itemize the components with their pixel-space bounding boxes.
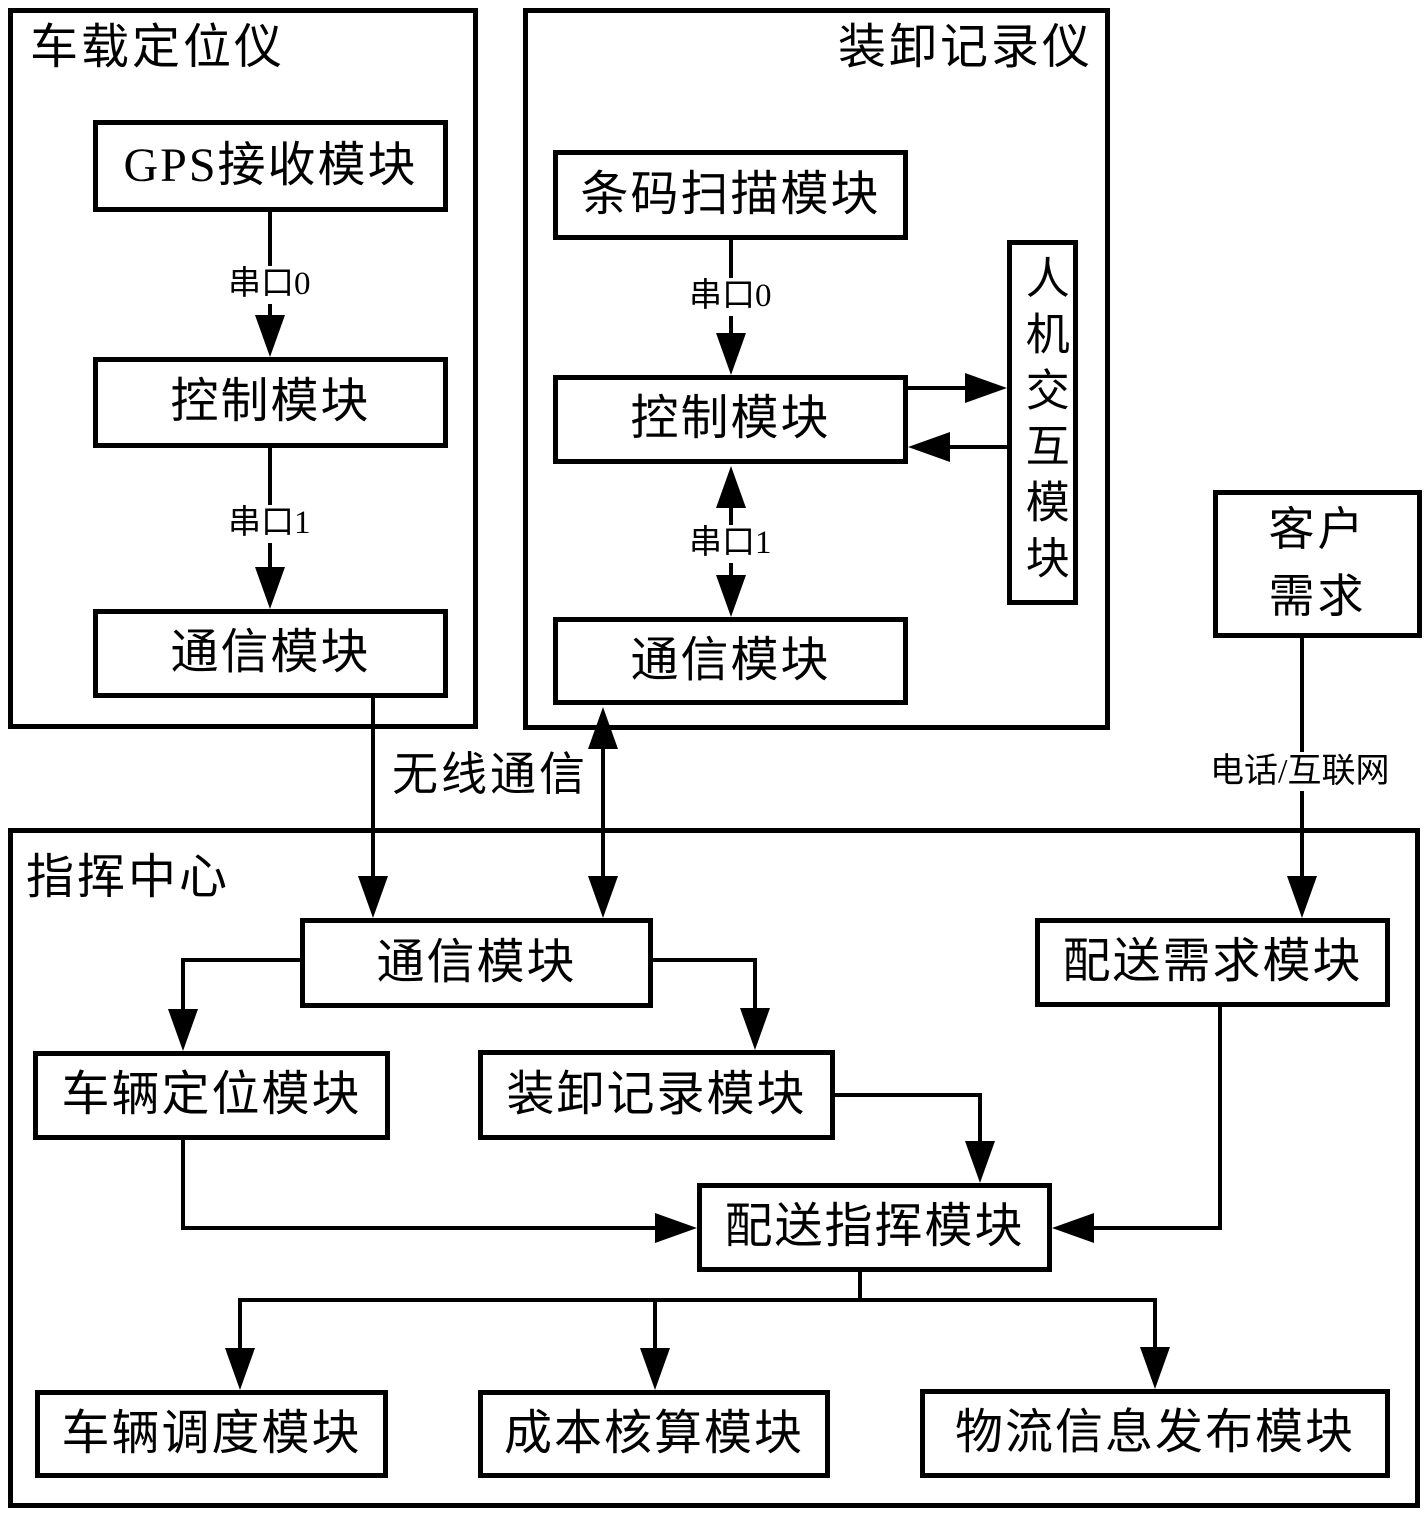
connector-bus-to-dispatch: [238, 1298, 242, 1350]
connector-command-down: [858, 1272, 862, 1302]
arrowhead-bus-to-logistics: [1140, 1347, 1170, 1389]
connector-locating-to-command-h: [181, 1226, 659, 1230]
loading-record-module-box: 装卸记录模块: [478, 1050, 835, 1140]
connector-demand-to-command-v: [1218, 1007, 1222, 1230]
connector-bus-to-logistics: [1153, 1298, 1157, 1349]
control-module-box-mid: 控制模块: [553, 375, 908, 464]
arrowhead-control-to-hmi: [965, 373, 1007, 403]
vehicle-dispatch-module-box: 车辆调度模块: [35, 1390, 388, 1478]
arrowhead-up-comm-mid: [588, 707, 618, 749]
vehicle-locating-module-box: 车辆定位模块: [33, 1051, 390, 1140]
gps-receive-module-box: GPS接收模块: [93, 120, 448, 212]
arrowhead-down-center-comm: [588, 876, 618, 918]
arrowhead-down-comm-mid: [716, 575, 746, 617]
connector-comm-to-locating-v: [181, 958, 185, 1010]
customer-demand-box: 客户需求: [1213, 490, 1422, 638]
connector-locating-to-command-v: [181, 1140, 185, 1230]
comm-module-box-center: 通信模块: [300, 918, 653, 1008]
hmi-module-label: 人机交互模块: [1018, 254, 1068, 591]
arrowhead-record-to-command: [965, 1141, 995, 1183]
serial1-label-mid: 串口1: [685, 525, 776, 563]
arrowhead-comm-to-record: [740, 1008, 770, 1050]
arrowhead-comm-left-to-center: [358, 876, 388, 918]
customer-demand-label: 客户需求: [1268, 504, 1367, 622]
connector-hmi-to-control: [945, 445, 1007, 449]
connector-distribution-bus: [238, 1298, 1157, 1302]
serial0-label-left: 串口0: [224, 266, 315, 304]
hmi-module-box: 人机交互模块: [1007, 240, 1078, 605]
serial1-label-left: 串口1: [224, 505, 315, 543]
arrowhead-control-to-comm-left: [255, 567, 285, 609]
arrowhead-gps-to-control: [255, 315, 285, 357]
arrowhead-locating-to-command: [655, 1213, 697, 1243]
serial0-label-mid: 串口0: [685, 278, 776, 316]
cost-accounting-module-box: 成本核算模块: [478, 1390, 830, 1478]
delivery-command-module-box: 配送指挥模块: [697, 1183, 1052, 1272]
connector-comm-to-locating-h: [183, 958, 300, 962]
arrowhead-up-control-mid: [716, 466, 746, 508]
logistics-info-publish-module-box: 物流信息发布模块: [920, 1389, 1390, 1478]
control-module-box-left: 控制模块: [93, 357, 448, 448]
delivery-demand-module-box: 配送需求模块: [1035, 918, 1390, 1007]
connector-comm-mid-to-center: [601, 745, 605, 880]
connector-bus-to-cost: [653, 1298, 657, 1350]
connector-control-to-hmi: [908, 386, 970, 390]
connector-record-to-command-h: [835, 1093, 982, 1097]
phone-internet-label: 电话/互联网: [1206, 752, 1394, 792]
wireless-comm-label: 无线通信: [392, 749, 588, 800]
arrowhead-hmi-to-control: [908, 432, 950, 462]
loading-recorder-title: 装卸记录仪: [838, 21, 1094, 74]
vehicle-locator-title: 车载定位仪: [30, 21, 286, 74]
barcode-scan-module-box: 条码扫描模块: [553, 150, 908, 240]
arrowhead-comm-to-locating: [168, 1009, 198, 1051]
connector-comm-to-record-v: [753, 958, 757, 1010]
command-center-title: 指挥中心: [26, 851, 231, 904]
connector-gps-to-control: [268, 212, 272, 318]
arrowhead-bus-to-cost: [640, 1348, 670, 1390]
connector-record-to-command-v: [978, 1093, 982, 1143]
arrowhead-customer-to-demand: [1287, 876, 1317, 918]
connector-comm-left-to-center: [371, 698, 375, 878]
arrowhead-demand-to-command: [1052, 1213, 1094, 1243]
connector-demand-to-command-h: [1090, 1226, 1220, 1230]
arrowhead-bus-to-dispatch: [225, 1348, 255, 1390]
comm-module-box-left: 通信模块: [93, 609, 448, 698]
comm-module-box-mid: 通信模块: [553, 617, 908, 705]
connector-comm-to-record-h: [653, 958, 757, 962]
arrowhead-barcode-to-control: [716, 333, 746, 375]
